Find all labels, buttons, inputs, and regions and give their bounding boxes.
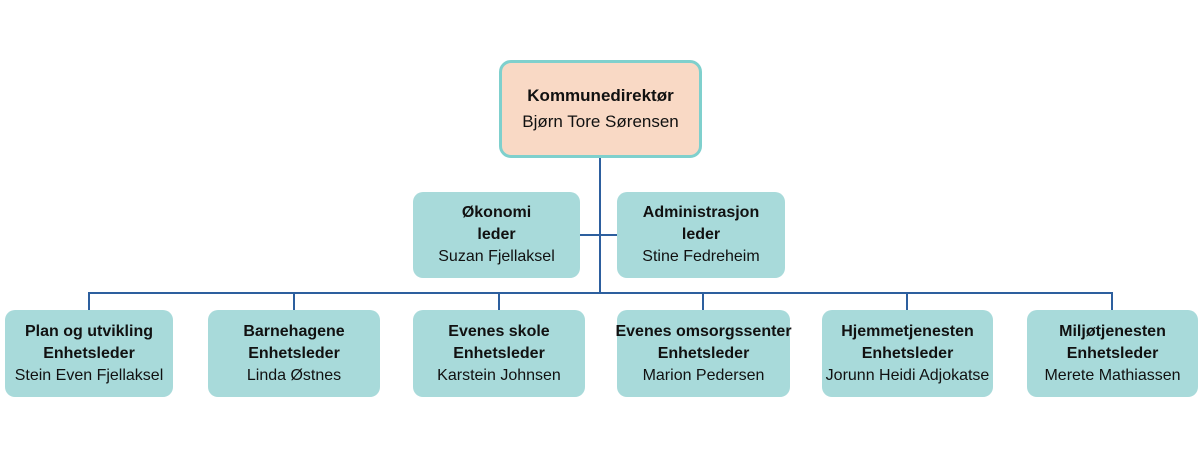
node-person-name: Karstein Johnsen bbox=[437, 366, 561, 384]
connector-trunk-vertical bbox=[599, 158, 601, 294]
connector-stub-unit-3 bbox=[498, 293, 500, 310]
node-plan-og-utvikling: Plan og utvikling Enhetsleder Stein Even… bbox=[5, 310, 173, 397]
node-administrasjon-leder: Administrasjon leder Stine Fedreheim bbox=[617, 192, 785, 278]
node-title: Kommunedirektør bbox=[527, 86, 674, 105]
node-title: Evenes omsorgssenter bbox=[615, 322, 792, 340]
node-person-name: Suzan Fjellaksel bbox=[438, 248, 555, 265]
node-role: Enhetsleder bbox=[657, 344, 750, 362]
node-role: leder bbox=[681, 226, 721, 243]
connector-stub-unit-4 bbox=[702, 293, 704, 310]
node-evenes-omsorgssenter: Evenes omsorgssenter Enhetsleder Marion … bbox=[615, 310, 792, 397]
node-title: Barnehagene bbox=[243, 322, 345, 340]
node-role: Enhetsleder bbox=[453, 344, 545, 362]
node-role: Enhetsleder bbox=[43, 344, 135, 362]
connector-stub-unit-2 bbox=[293, 293, 295, 310]
node-hjemmetjenesten: Hjemmetjenesten Enhetsleder Jorunn Heidi… bbox=[822, 310, 993, 397]
node-title: Administrasjon bbox=[642, 204, 760, 221]
node-title: Hjemmetjenesten bbox=[841, 322, 974, 340]
node-evenes-skole: Evenes skole Enhetsleder Karstein Johnse… bbox=[413, 310, 585, 397]
node-role: Enhetsleder bbox=[248, 344, 340, 362]
connector-stub-unit-6 bbox=[1111, 293, 1113, 310]
node-person-name: Bjørn Tore Sørensen bbox=[522, 112, 679, 131]
node-role: Enhetsleder bbox=[1066, 344, 1159, 362]
node-person-name: Stine Fedreheim bbox=[642, 248, 760, 265]
connector-staff-horizontal bbox=[580, 234, 617, 236]
node-kommunedirektor: Kommunedirektør Bjørn Tore Sørensen bbox=[499, 60, 702, 158]
node-person-name: Stein Even Fjellaksel bbox=[14, 366, 164, 384]
node-person-name: Jorunn Heidi Adjokatse bbox=[825, 366, 990, 384]
node-role: leder bbox=[477, 226, 516, 243]
node-role: Enhetsleder bbox=[861, 344, 954, 362]
node-title: Miljøtjenesten bbox=[1059, 322, 1166, 340]
connector-stub-unit-1 bbox=[88, 293, 90, 310]
node-okonomi-leder: Økonomi leder Suzan Fjellaksel bbox=[413, 192, 580, 278]
node-barnehagene: Barnehagene Enhetsleder Linda Østnes bbox=[208, 310, 380, 397]
node-person-name: Linda Østnes bbox=[246, 366, 342, 384]
node-miljotjenesten: Miljøtjenesten Enhetsleder Merete Mathia… bbox=[1027, 310, 1198, 397]
connector-bus-horizontal bbox=[88, 292, 1113, 294]
node-person-name: Merete Mathiassen bbox=[1044, 366, 1181, 384]
connector-stub-unit-5 bbox=[906, 293, 908, 310]
node-person-name: Marion Pedersen bbox=[642, 366, 765, 384]
node-title: Evenes skole bbox=[448, 322, 550, 340]
node-title: Økonomi bbox=[461, 204, 532, 221]
node-title: Plan og utvikling bbox=[24, 322, 153, 340]
